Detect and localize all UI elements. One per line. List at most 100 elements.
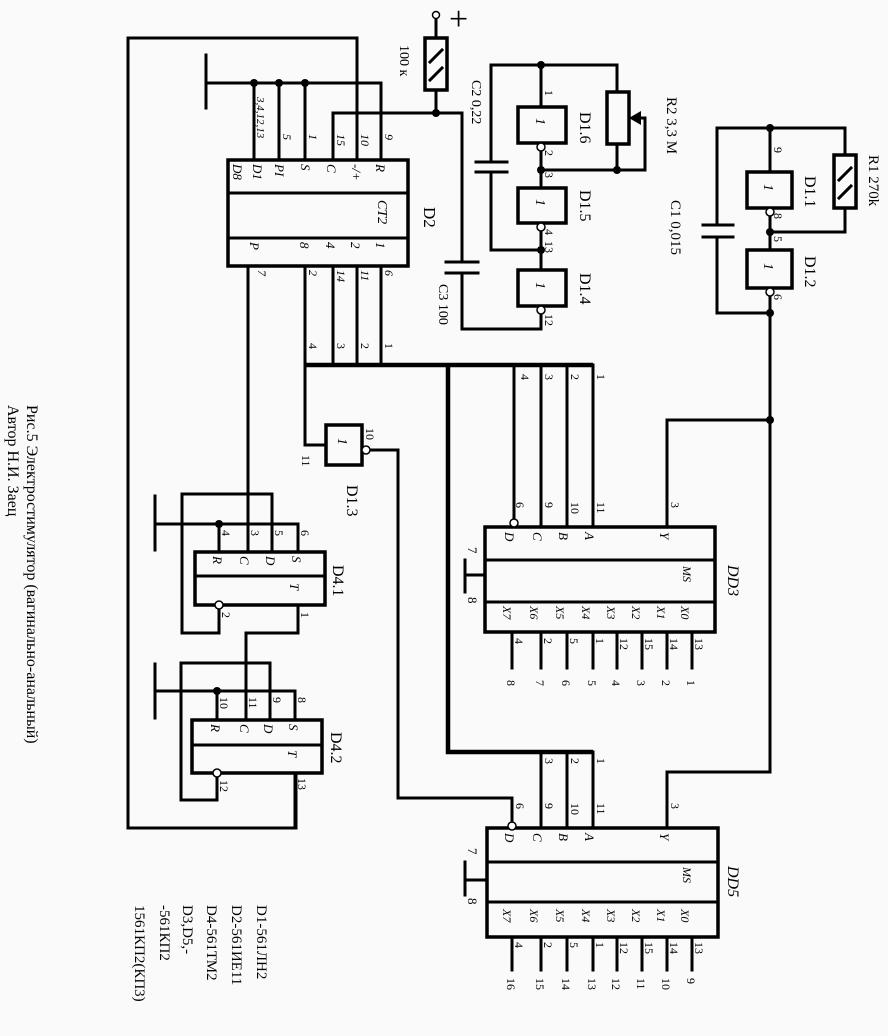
- gates-d1-4-in-label: 13: [542, 241, 556, 253]
- d2-bottom-pins-3-label: 11: [358, 270, 372, 281]
- d2-box: [226, 158, 410, 268]
- dd3-d-bubble: [509, 518, 519, 528]
- dd5-ms-label: MS: [680, 866, 694, 883]
- gates-d1-3-in-label: 11: [299, 455, 313, 467]
- dd3-channels-3-label: 5: [585, 680, 599, 686]
- dd5-out-pins-0-label: 4: [512, 942, 526, 948]
- dd5-out-names-3-label: X4: [579, 908, 593, 922]
- dd5-in-names-3-label: A: [582, 832, 597, 841]
- d4-2-pins-0-label: 10: [217, 697, 231, 709]
- gates-d1-5-in-label: 3: [542, 172, 556, 178]
- dd3-ms-label: MS: [680, 565, 694, 582]
- gates-d1-3-sym-label: 1: [334, 438, 349, 445]
- dd5-in-names-2-label: B: [556, 833, 571, 841]
- d4-1-out-pins-1-label: 1: [298, 612, 312, 618]
- potentiometer-r2: [605, 90, 631, 146]
- d1-4-bubble: [536, 305, 546, 315]
- dd5-in-pins-3-label: 11: [594, 803, 608, 815]
- d4-1-label-label: D4.1: [329, 565, 346, 597]
- d4-2-out-pins-0-label: 12: [217, 780, 231, 792]
- dd3-in-names-0-label: D: [502, 531, 517, 542]
- dd3-bus-3-label: 1: [594, 374, 608, 380]
- d2-bottom-names-4-label: 1: [373, 242, 388, 249]
- dd5-in-names-4-label: Y: [657, 833, 672, 842]
- gates-d1-2-sym-label: 1: [760, 263, 775, 270]
- d2-bottom-names-0-label: P: [247, 241, 262, 250]
- d2-top-pins-2-label: 1: [306, 134, 320, 140]
- gate-d1-6: [516, 105, 568, 145]
- dd3-channels-6-label: 2: [659, 680, 673, 686]
- resistors-r1-label: R1 270k: [865, 155, 881, 207]
- caption-line1-label: Рис.5 Электростимулятор (вагинально-анал…: [23, 405, 40, 744]
- dd3-in-names-4-label: Y: [657, 532, 672, 541]
- d1-5-bubble: [536, 222, 546, 232]
- dd5-out-names-0-label: X7: [500, 908, 514, 923]
- dd5-out-names-4-label: X3: [604, 908, 618, 922]
- r2-wiper-arrow: [629, 111, 641, 125]
- legend-3-label: D3,D5,-: [179, 905, 195, 954]
- dd3-gnd-0-label: 7: [465, 547, 480, 554]
- d4-2-names-2-label: D: [261, 723, 276, 734]
- dd3-gnd-1-label: 8: [465, 597, 480, 604]
- gates-d1-2-out-label: 6: [771, 294, 785, 300]
- dd3-out-pins-2-label: 5: [567, 638, 581, 644]
- dd5-out-pins-1-label: 2: [541, 942, 555, 948]
- d4-2-names-1-label: C: [237, 724, 252, 733]
- d4-1-pins-2-label: 5: [272, 530, 286, 536]
- gates-d1-5-out-label: 4: [542, 229, 556, 235]
- resistor-100k-mark: [427, 16, 445, 115]
- dd3-channels-5-label: 3: [634, 680, 648, 686]
- dd5-channels-1-label: 15: [533, 978, 547, 990]
- resistors-r100k-label: 100 к: [396, 45, 411, 77]
- dd5-in-pins-4-label: 3: [668, 803, 682, 809]
- gate-d1-3: [324, 423, 364, 467]
- dd5-channels-7-label: 9: [684, 978, 698, 984]
- capacitors-c3-label: C3 100: [435, 284, 450, 325]
- d4-2-wires: [153, 661, 324, 830]
- resistor-100k: [423, 36, 449, 92]
- dd5-in-names-1-label: C: [530, 833, 545, 842]
- gates-d1-1-out-label: 8: [771, 213, 785, 219]
- d4-2-names-0-label: R: [208, 723, 223, 732]
- dd5-outputs: [510, 935, 694, 972]
- capacitors-c2-label: C2 0,22: [468, 80, 483, 124]
- dd3-in-pins-1-label: 9: [542, 502, 556, 508]
- d2-top-names-2-label: PI: [272, 163, 287, 177]
- d2-dividers: [226, 191, 410, 240]
- ground-d2: [204, 53, 383, 162]
- dd5-out-names-2-label: X5: [553, 908, 567, 922]
- dd3-label-label: DD3: [724, 564, 741, 596]
- wire-d2-clock: [331, 111, 543, 331]
- dd5-d-bubble: [507, 821, 517, 831]
- dd5-in-pins-0-label: 6: [513, 803, 527, 809]
- d1-1-bubble: [765, 207, 775, 217]
- d2-label-label: D2: [420, 207, 439, 228]
- dd5-out-pins-4-label: 12: [617, 942, 631, 954]
- wire-osc1: [715, 126, 847, 774]
- d2-top-names-5-label: -/+: [349, 164, 364, 181]
- dd3-in-pins-0-label: 6: [513, 502, 527, 508]
- dd3-out-pins-0-label: 4: [512, 638, 526, 644]
- legend-4-label: -561КП2: [156, 905, 172, 961]
- dd5-out-pins-5-label: 15: [642, 942, 656, 954]
- dd3-out-pins-3-label: 1: [593, 638, 607, 644]
- dd5-bus-1-label: 2: [568, 758, 582, 764]
- d2-top-pins-5-label: 9: [382, 134, 396, 140]
- d4-1-pins-3-label: 6: [298, 530, 312, 536]
- dd5-dividers: [463, 860, 720, 904]
- d2-func-label: CT2: [374, 200, 389, 224]
- dd5-in-names-0-label: D: [502, 832, 517, 843]
- d2-bottom-names-2-label: 4: [323, 242, 338, 249]
- d2-top-pins-4-label: 10: [358, 134, 372, 146]
- dd5-bus-0-label: 3: [542, 758, 556, 764]
- d4-2-pins-3-label: 8: [295, 697, 309, 703]
- resistor-r1: [832, 153, 858, 210]
- gates-d1-4-sym-label: 1: [532, 282, 547, 289]
- dd5-box: [485, 826, 720, 939]
- dd5-out-pins-7-label: 13: [692, 942, 706, 954]
- dd3-channels-1-label: 7: [533, 680, 547, 686]
- dd3-out-pins-5-label: 15: [642, 638, 656, 650]
- dd3-out-names-5-label: X2: [629, 605, 643, 619]
- dd3-out-names-4-label: X3: [604, 605, 618, 619]
- dd5-channels-0-label: 16: [504, 978, 518, 990]
